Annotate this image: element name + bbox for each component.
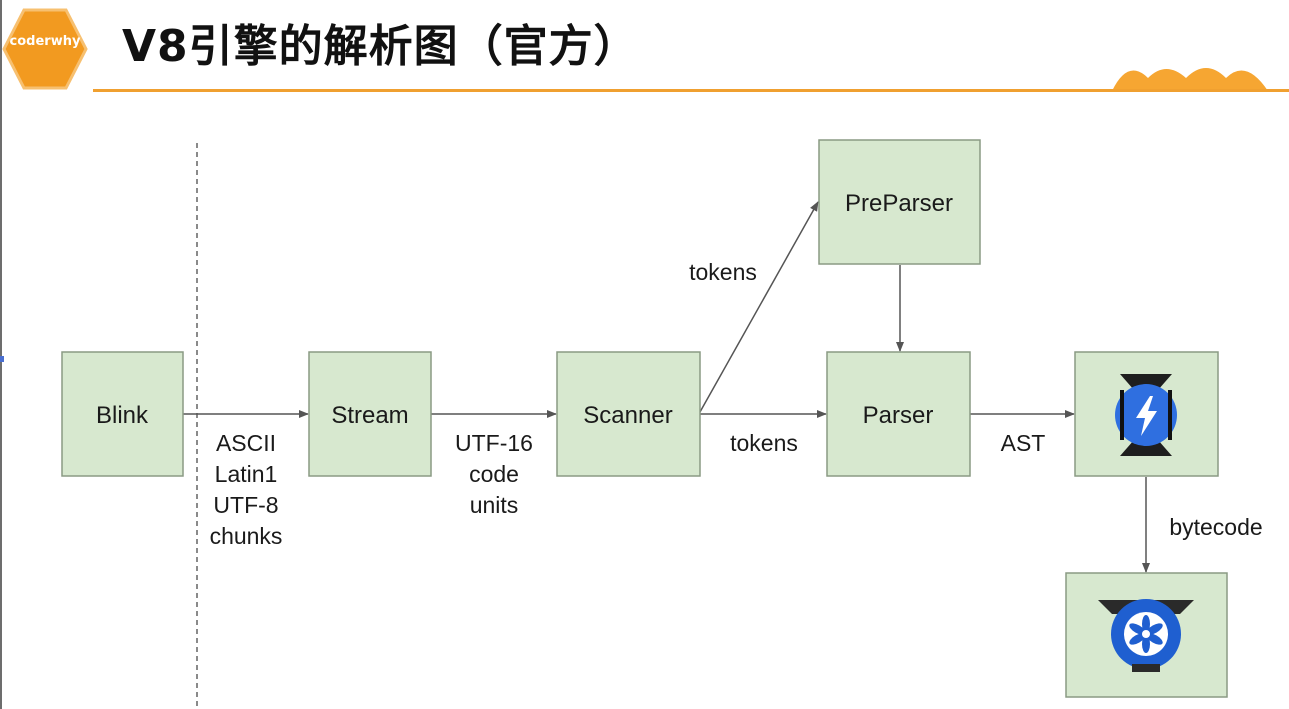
edge-label-code: code <box>469 461 519 487</box>
edge-label-tokens-parser: tokens <box>730 430 798 456</box>
node-blink <box>61 351 184 477</box>
header-divider <box>93 89 1289 92</box>
edge-label-ascii: ASCII <box>216 430 276 456</box>
edge-label-latin1: Latin1 <box>215 461 278 487</box>
logo-text: coderwhy <box>9 34 81 49</box>
edge-scanner-preparser <box>699 201 819 413</box>
node-preparser <box>818 139 981 265</box>
edge-label-chunks: chunks <box>210 523 283 549</box>
edge-label-utf8: UTF-8 <box>213 492 278 518</box>
node-stream <box>308 351 432 477</box>
node-stream-label: Stream <box>331 402 408 429</box>
edge-label-units: units <box>470 492 519 518</box>
node-parser-label: Parser <box>863 402 934 429</box>
page-title: V8引擎的解析图（官方） <box>122 21 639 72</box>
node-scanner <box>556 351 701 477</box>
node-blink-label: Blink <box>96 402 149 429</box>
turbofan-icon <box>1098 599 1194 672</box>
node-scanner-label: Scanner <box>583 402 672 429</box>
edge-label-bytecode: bytecode <box>1169 514 1262 540</box>
left-edge-border <box>0 0 2 709</box>
coderwhy-logo <box>2 8 88 90</box>
ignition-icon <box>1115 374 1177 456</box>
left-edge-marker <box>0 356 4 362</box>
edge-label-utf16: UTF-16 <box>455 430 533 456</box>
node-preparser-label: PreParser <box>845 190 953 217</box>
node-parser <box>826 351 971 477</box>
edge-label-tokens-preparser: tokens <box>689 259 757 285</box>
mountains-decoration <box>1112 68 1268 91</box>
edge-label-ast: AST <box>1001 430 1046 456</box>
